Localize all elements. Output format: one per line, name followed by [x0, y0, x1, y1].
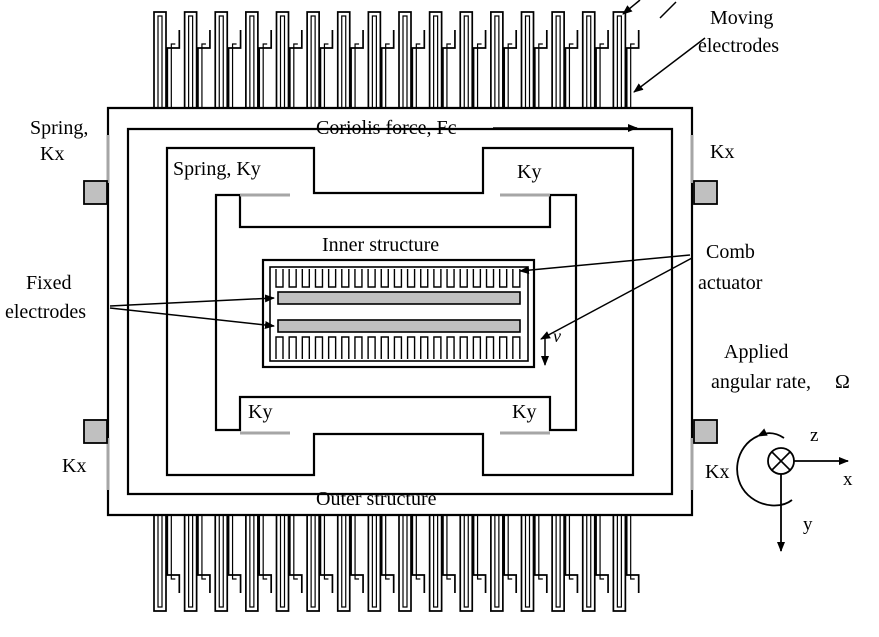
coordinate-axes	[736, 428, 849, 552]
label-kx-br: Kx	[705, 461, 729, 483]
label-axis-y: y	[803, 514, 813, 535]
inner-springs	[240, 193, 550, 435]
inner-structure-frame	[165, 146, 635, 477]
label-axis-x: x	[843, 469, 853, 490]
label-outer-structure: Outer structure	[316, 488, 437, 510]
fixed-electrode-lower	[277, 319, 521, 333]
label-axis-z: z	[810, 425, 818, 446]
label-spring-ky: Spring, Ky	[173, 158, 261, 180]
label-comb-actuator-1: Comb	[706, 241, 755, 263]
label-moving-electrodes-2: electrodes	[698, 35, 779, 57]
top-moving-comb	[153, 11, 640, 108]
label-fixed-electrodes-1: Fixed	[26, 272, 72, 294]
label-ky-br: Ky	[512, 401, 536, 423]
annotation-arrows	[109, 0, 706, 366]
label-fixed-electrodes-2: electrodes	[5, 301, 86, 323]
label-kx-bl: Kx	[62, 455, 86, 477]
label-coriolis-force: Coriolis force, Fc	[316, 117, 457, 139]
label-spring-kx-tl-2: Kx	[40, 143, 64, 165]
labels: Moving electrodes Spring, Kx Coriolis fo…	[5, 7, 853, 535]
label-applied-1: Applied	[724, 341, 788, 363]
label-ky-bl: Ky	[248, 401, 272, 423]
rotation-arrow-icon	[736, 435, 793, 507]
label-inner-structure: Inner structure	[322, 234, 439, 256]
label-ky-tr: Ky	[517, 161, 541, 183]
label-spring-kx-tl-1: Spring,	[30, 117, 88, 139]
fixed-electrode-upper	[277, 291, 521, 305]
label-moving-electrodes-1: Moving	[710, 7, 773, 29]
bottom-moving-comb	[153, 515, 640, 612]
outer-structure-frame	[106, 106, 694, 517]
outer-springs	[106, 135, 694, 490]
spring-anchors	[83, 180, 718, 444]
label-kx-tr: Kx	[710, 141, 734, 163]
label-comb-actuator-2: actuator	[698, 272, 763, 294]
label-applied-2: angular rate,	[711, 371, 811, 393]
label-omega: Ω	[835, 371, 850, 393]
comb-actuator	[261, 258, 536, 369]
label-velocity-v: v	[553, 326, 561, 346]
